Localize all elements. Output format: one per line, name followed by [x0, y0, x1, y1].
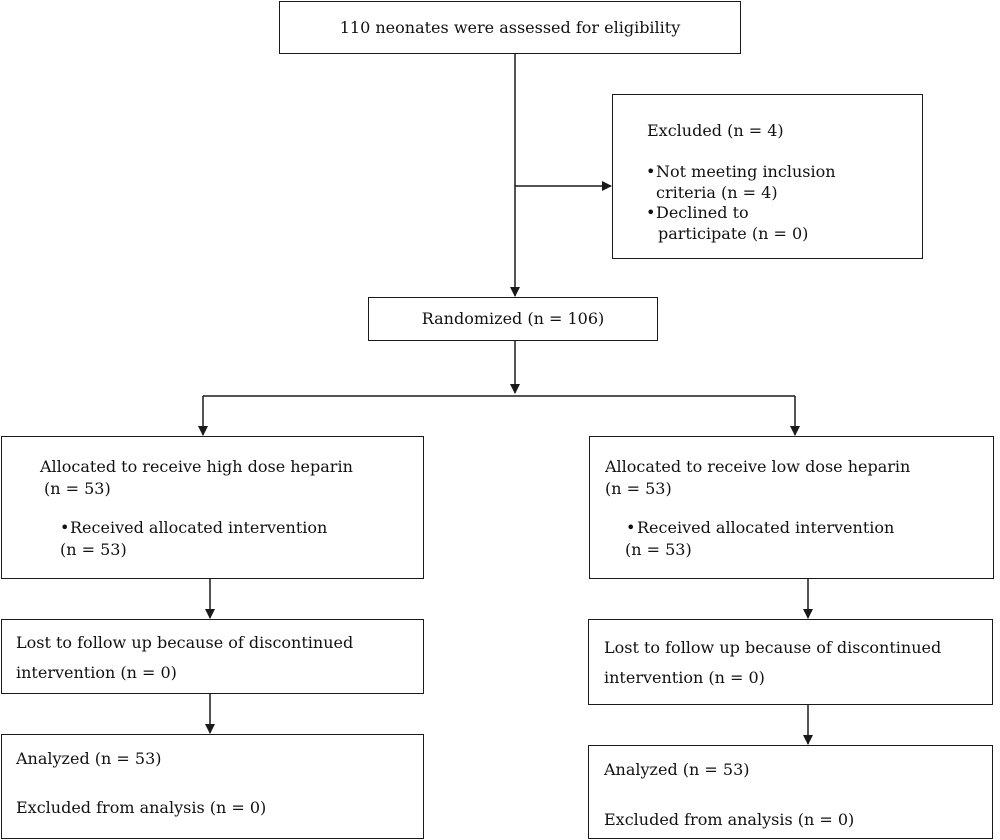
followup-line1: Lost to follow up because of discontinue… [16, 633, 354, 652]
followup-box-high-dose: Lost to follow up because of discontinue… [1, 619, 424, 694]
excluded-item-2-line1: Declined to [656, 203, 749, 222]
analysis-box-low-dose: Analyzed (n = 53) Excluded from analysis… [588, 745, 993, 839]
bullet-declined: • [646, 203, 656, 222]
received-intervention: Received allocated intervention [70, 518, 328, 537]
analyzed-count: Analyzed (n = 53) [16, 749, 162, 768]
allocation-count: (n = 53) [605, 479, 672, 498]
followup-line2: intervention (n = 0) [604, 668, 765, 687]
allocation-box-low-dose: Allocated to receive low dose heparin (n… [589, 436, 994, 579]
excluded-item-1-line1: Not meeting inclusion [656, 162, 836, 181]
analyzed-count: Analyzed (n = 53) [604, 760, 750, 779]
excluded-from-analysis: Excluded from analysis (n = 0) [16, 798, 267, 817]
bullet-received: • [60, 518, 70, 537]
excluded-box: Excluded (n = 4) • Not meeting inclusion… [612, 94, 923, 259]
followup-box-low-dose: Lost to follow up because of discontinue… [588, 619, 993, 705]
excluded-from-analysis: Excluded from analysis (n = 0) [604, 810, 855, 829]
received-count: (n = 53) [625, 540, 692, 559]
allocation-title: Allocated to receive low dose heparin [605, 457, 911, 476]
eligibility-box: 110 neonates were assessed for eligibili… [279, 1, 741, 54]
excluded-item-2-line2: participate (n = 0) [658, 224, 809, 243]
randomized-box: Randomized (n = 106) [368, 297, 658, 341]
allocation-title: Allocated to receive high dose heparin [40, 457, 353, 476]
analysis-box-high-dose: Analyzed (n = 53) Excluded from analysis… [1, 734, 424, 839]
allocation-count: (n = 53) [44, 479, 111, 498]
bullet-received: • [626, 518, 636, 537]
received-count: (n = 53) [60, 540, 127, 559]
followup-line1: Lost to follow up because of discontinue… [604, 638, 942, 657]
randomized-text: Randomized (n = 106) [421, 309, 605, 328]
received-intervention: Received allocated intervention [637, 518, 895, 537]
eligibility-text: 110 neonates were assessed for eligibili… [339, 17, 681, 37]
excluded-title: Excluded (n = 4) [647, 121, 784, 140]
allocation-box-high-dose: Allocated to receive high dose heparin (… [1, 436, 424, 579]
excluded-item-1-line2: criteria (n = 4) [656, 183, 778, 202]
bullet-not-meeting-criteria: • [646, 162, 656, 181]
followup-line2: intervention (n = 0) [16, 663, 177, 682]
